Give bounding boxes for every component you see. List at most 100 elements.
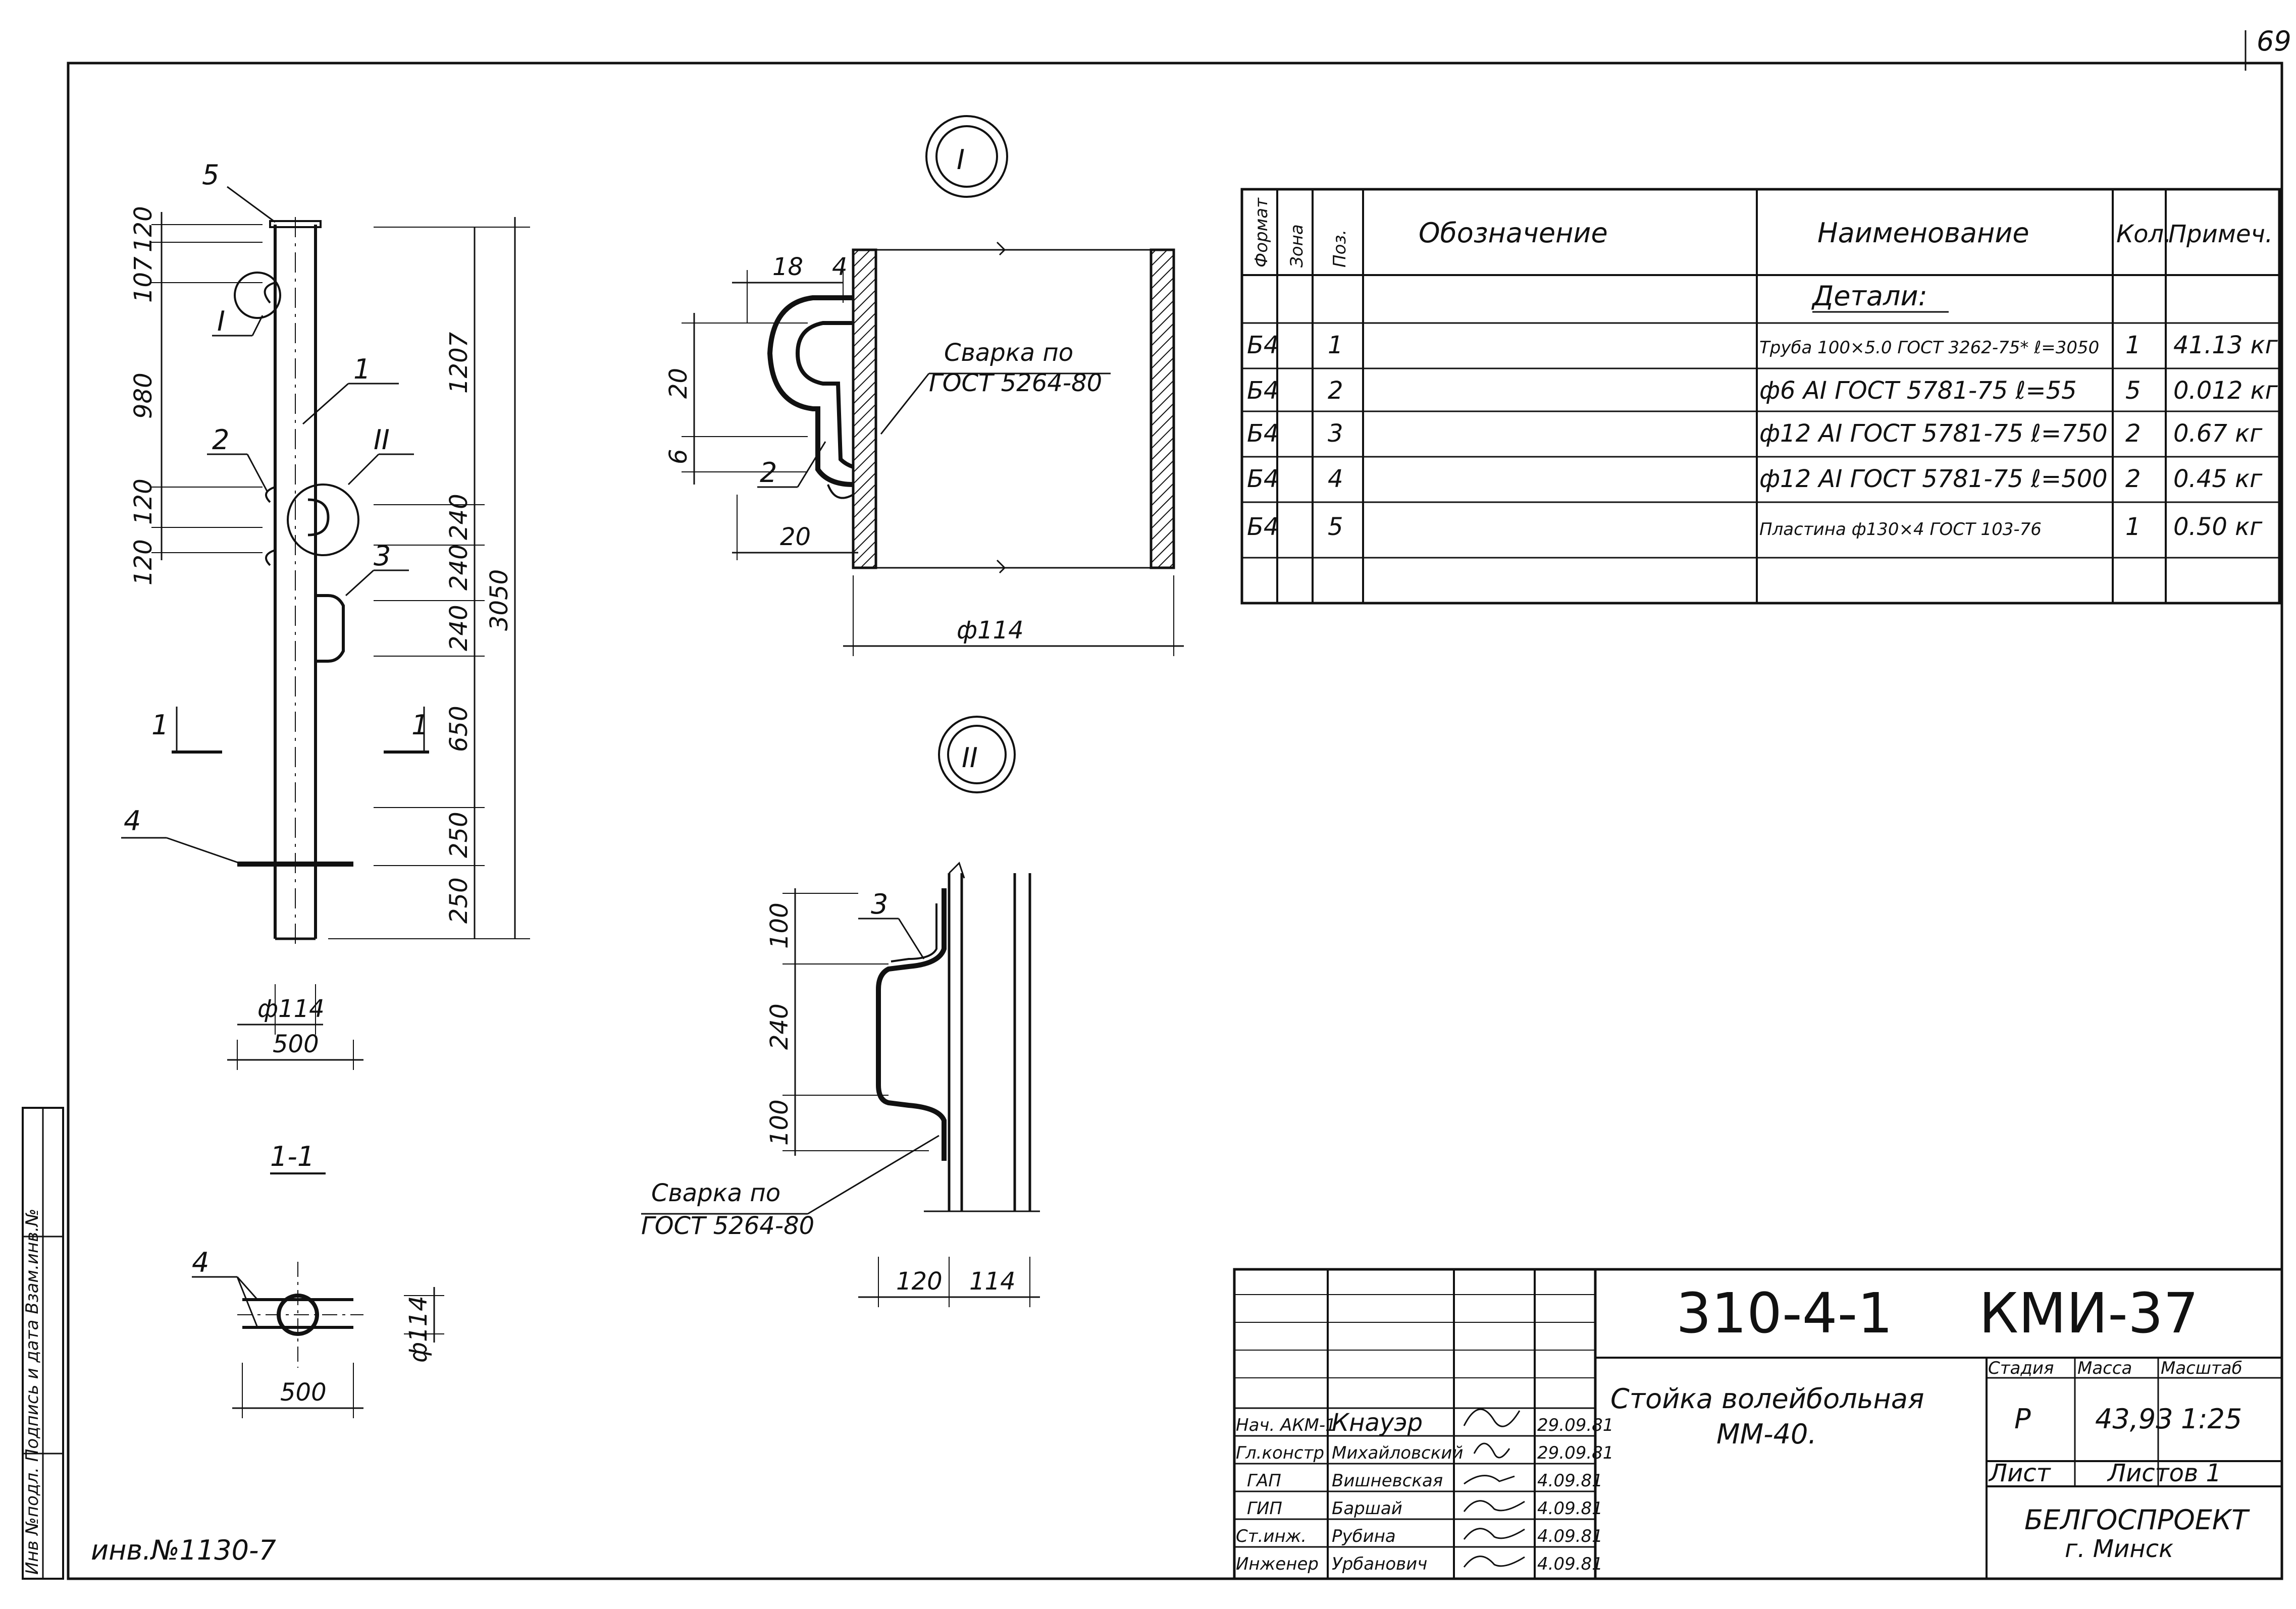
detail-2-dim-240: 240 (765, 1003, 794, 1050)
spec-row-name: ф12 АI ГОСТ 5781-75 ℓ=500 (1759, 465, 2108, 493)
section-dim-500: 500 (280, 1378, 327, 1407)
spec-row-pos: 2 (1328, 377, 1343, 405)
dim-left-120: 120 (129, 206, 158, 252)
tb-name: Рубина (1332, 1526, 1396, 1546)
spec-header-name: Наименование (1817, 217, 2029, 249)
dim-right-650: 650 (445, 706, 473, 752)
dim-left-980: 980 (129, 372, 158, 419)
cut-mark-right: 1 (411, 709, 429, 741)
tb-mass-value: 43,93 (2095, 1403, 2173, 1435)
spec-row-qty: 2 (2125, 419, 2141, 448)
spec-row-name: ф6 АI ГОСТ 5781-75 ℓ=55 (1759, 377, 2077, 405)
tb-sheet-label: Лист (1988, 1459, 2052, 1487)
title-block: Нач. АКМ-1 Кнауэр 29.09.81 Гл.констр Мих… (1233, 1268, 2283, 1580)
tb-date: 29.09.81 (1537, 1443, 1613, 1463)
spec-row-format: Б4 (1247, 513, 1279, 541)
tb-role: ГИП (1247, 1498, 1282, 1519)
detail-2-callout: II (962, 742, 978, 774)
spec-row-note: 0.50 кг (2173, 513, 2263, 541)
detail-2-dim-114: 114 (969, 1267, 1016, 1296)
section-dim-d114: ф114 (404, 1296, 433, 1363)
sheet-number: 69 (2257, 25, 2291, 57)
dim-left-107: 107 (129, 256, 158, 303)
tb-role: Гл.констр (1236, 1443, 1324, 1463)
spec-header-designation: Обозначение (1419, 217, 1608, 249)
spec-header-note: Примеч. (2168, 220, 2273, 248)
tb-date: 4.09.81 (1537, 1471, 1603, 1491)
detail-2-dim-100a: 100 (765, 902, 794, 949)
tb-scale-value: 1:25 (2181, 1403, 2242, 1435)
main-pos-2: 2 (212, 424, 229, 456)
spec-row-format: Б4 (1247, 377, 1279, 405)
spec-header-format: Формат (1251, 197, 1272, 267)
detail-1-dim-4: 4 (832, 253, 848, 281)
spec-row-format: Б4 (1247, 419, 1279, 448)
specification-table: Формат Зона Поз. Обозначение Наименовани… (1240, 188, 2281, 605)
detail-1-left-wall (852, 248, 877, 569)
side-stamp-text: Инв №подл. Подпись и дата Взам.инв.№ (22, 1209, 42, 1575)
main-elevation-view: 5 I 1 2 II 3 4 1 1 120 107 98 (121, 159, 530, 1070)
tb-sheets-label: Листов 1 (2107, 1459, 2221, 1487)
tb-name: Баршай (1332, 1498, 1402, 1519)
detail-1-dim-20b: 20 (780, 523, 811, 551)
inventory-label: инв.№1130-7 (91, 1534, 276, 1566)
spec-row-name: Пластина ф130×4 ГОСТ 103-76 (1759, 519, 2042, 540)
tb-scale-label: Масштаб (2161, 1358, 2242, 1378)
detail-1-dim-18: 18 (772, 253, 803, 281)
spec-row-pos: 5 (1328, 513, 1343, 541)
tb-role: Инженер (1236, 1554, 1319, 1574)
spec-section-title: Детали: (1811, 280, 1927, 312)
detail-1-dim-20: 20 (664, 368, 693, 399)
detail-2-pos-3: 3 (871, 888, 888, 920)
dim-right-250b: 250 (445, 877, 473, 924)
detail-2-dim-120: 120 (896, 1267, 943, 1296)
main-callout-II: II (374, 424, 390, 456)
detail-1-dim-d114: ф114 (957, 616, 1024, 645)
tb-date: 4.09.81 (1537, 1554, 1603, 1574)
tb-name: Кнауэр (1332, 1409, 1423, 1437)
spec-row-qty: 1 (2125, 331, 2141, 359)
signature-stroke (1463, 1528, 1525, 1540)
spec-row-qty: 2 (2125, 465, 2141, 493)
spec-row-note: 0.012 кг (2173, 377, 2278, 405)
main-pos-1: 1 (353, 353, 371, 385)
tb-date: 29.09.81 (1537, 1415, 1613, 1435)
spec-row-note: 0.67 кг (2173, 419, 2263, 448)
tb-stage-label: Стадия (1988, 1358, 2054, 1378)
tb-title-line1: Стойка волейбольная (1610, 1383, 1924, 1415)
detail-1-dim-6: 6 (664, 449, 693, 464)
spec-row-note: 41.13 кг (2173, 331, 2278, 359)
signature-stroke (1463, 1408, 1521, 1427)
spec-row-qty: 1 (2125, 513, 2141, 541)
spec-row-format: Б4 (1247, 465, 1279, 493)
spec-header-qty: Кол. (2116, 220, 2171, 248)
tb-org-line2: г. Минск (2065, 1535, 2173, 1563)
spec-row-name: Труба 100×5.0 ГОСТ 3262-75* ℓ=3050 (1759, 338, 2099, 358)
tb-sheet-code: КМИ-37 (1979, 1281, 2199, 1346)
signature-stroke (1463, 1556, 1525, 1568)
spec-row-name: ф12 АI ГОСТ 5781-75 ℓ=750 (1759, 419, 2108, 448)
side-stamp: Инв №подл. Подпись и дата Взам.инв.№ (22, 1107, 64, 1580)
spec-row-pos: 1 (1328, 331, 1343, 359)
detail-1-view: I 18 4 20 6 20 ф114 2 (664, 115, 1184, 656)
dim-left-120c: 120 (129, 539, 158, 585)
spec-header-zone: Зона (1287, 224, 1307, 267)
detail-2-dim-100b: 100 (765, 1099, 794, 1146)
dim-right-240a: 240 (445, 494, 473, 540)
detail-1-right-wall (1150, 248, 1175, 569)
tb-role: Нач. АКМ-1 (1236, 1415, 1336, 1435)
spec-row-pos: 3 (1328, 419, 1343, 448)
detail-2-view: II 100 240 100 3 120 114 Сварка по ГОСТ … (641, 716, 1040, 1307)
signature-stroke (1464, 1475, 1515, 1485)
section-pos-4: 4 (192, 1247, 209, 1278)
signature-stroke (1473, 1442, 1510, 1459)
detail-1-weld-2: ГОСТ 5264-80 (929, 369, 1102, 397)
callout-circle-detail-2 (287, 484, 359, 556)
tb-date: 4.09.81 (1537, 1526, 1603, 1546)
dim-left-120b: 120 (129, 478, 158, 525)
main-pos-5: 5 (202, 159, 219, 191)
dim-right-240b: 240 (445, 544, 473, 591)
tb-name: Урбанович (1332, 1554, 1427, 1574)
tb-role: Ст.инж. (1236, 1526, 1307, 1546)
